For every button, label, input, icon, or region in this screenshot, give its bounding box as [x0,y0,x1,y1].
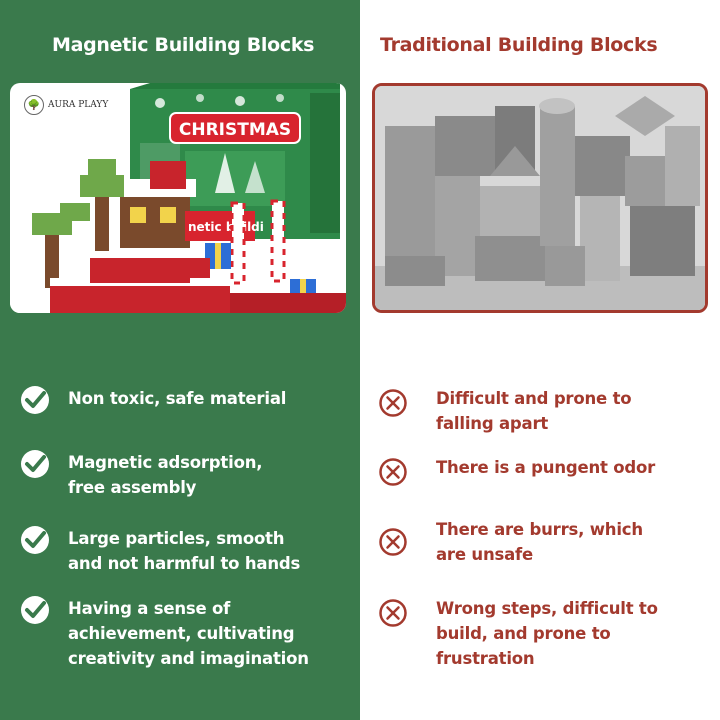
feature-item: Having a sense of achievement, cultivati… [18,596,309,671]
drawback-text: Wrong steps, difficult to build, and pro… [436,599,658,668]
feature-item: Magnetic adsorption, free assembly [18,450,263,500]
check-circle-icon [21,596,49,624]
check-circle-icon [21,450,49,478]
drawback-item: Wrong steps, difficult to build, and pro… [376,596,658,671]
box-subtitle: netic buildi [188,220,264,234]
magnetic-column: Magnetic Building Blocks CHRISTMAS [0,0,360,720]
traditional-heading: Traditional Building Blocks [380,34,658,56]
brand-label: 🌳 AURA PLAYY [24,95,108,115]
drawback-item: Difficult and prone to falling apart [376,386,632,436]
drawback-text: Difficult and prone to falling apart [436,389,632,433]
box-title: CHRISTMAS [179,120,291,140]
x-circle-icon [379,599,407,627]
tree-logo-icon: 🌳 [24,95,44,115]
traditional-blocks-photo [372,83,708,313]
check-circle-icon [21,386,49,414]
feature-text: Having a sense of achievement, cultivati… [68,599,309,668]
x-circle-icon [379,458,407,486]
feature-text: Magnetic adsorption, free assembly [68,453,263,497]
magnetic-heading: Magnetic Building Blocks [52,34,315,56]
feature-text: Large particles, smooth and not harmful … [68,529,301,573]
x-circle-icon [379,389,407,417]
feature-text: Non toxic, safe material [68,389,287,408]
feature-item: Non toxic, safe material [18,386,286,417]
brand-name: AURA PLAYY [48,100,109,110]
feature-item: Large particles, smooth and not harmful … [18,526,300,576]
drawback-item: There are burrs, which are unsafe [376,517,643,567]
x-circle-icon [379,528,407,556]
magnetic-product-photo: CHRISTMAS netic buildi [10,83,346,313]
drawback-item: There is a pungent odor [376,455,655,489]
wooden-blocks-illustration [375,86,705,310]
drawback-text: There is a pungent odor [436,458,656,477]
check-circle-icon [21,526,49,554]
drawback-text: There are burrs, which are unsafe [436,520,643,564]
traditional-column: Traditional Building Blocks [360,0,720,720]
christmas-block-set-illustration: CHRISTMAS netic buildi [10,83,346,313]
